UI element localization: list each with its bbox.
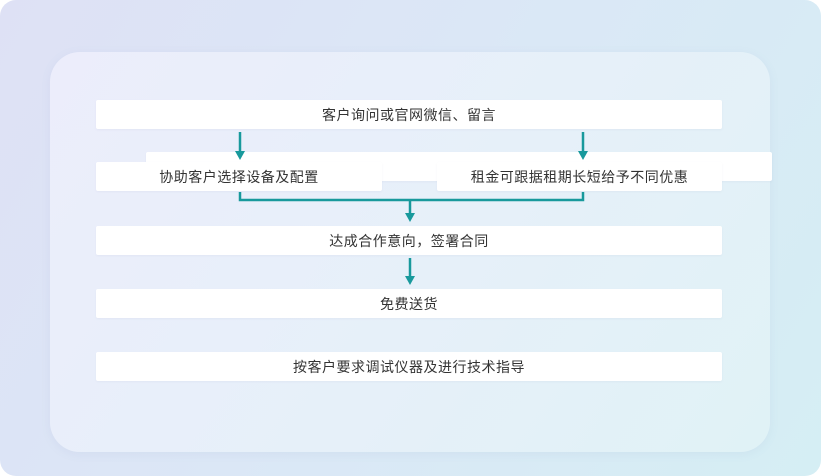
flow-node-rent-discount-label: 租金可跟据租期长短给予不同优惠 — [470, 168, 689, 185]
flow-node-rent-discount: 租金可跟据租期长短给予不同优惠 — [437, 162, 722, 191]
flow-node-sign-contract-label: 达成合作意向，签署合同 — [329, 232, 489, 249]
flow-node-assist-select: 协助客户选择设备及配置 — [96, 162, 382, 191]
flow-node-free-delivery: 免费送货 — [96, 289, 722, 318]
flow-node-inquiry: 客户询问或官网微信、留言 — [96, 100, 722, 129]
flow-node-debug-guide: 按客户要求调试仪器及进行技术指导 — [96, 352, 722, 381]
flow-node-assist-select-label: 协助客户选择设备及配置 — [159, 168, 319, 185]
flow-node-sign-contract: 达成合作意向，签署合同 — [96, 226, 722, 255]
flow-node-inquiry-label: 客户询问或官网微信、留言 — [322, 106, 496, 123]
flow-node-free-delivery-label: 免费送货 — [380, 295, 438, 312]
flow-node-debug-guide-label: 按客户要求调试仪器及进行技术指导 — [293, 358, 525, 375]
